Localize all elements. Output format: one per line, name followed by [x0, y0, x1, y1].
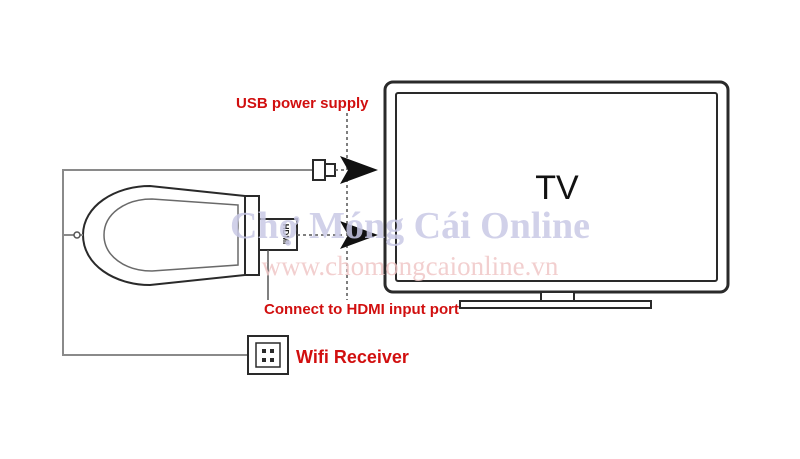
tv-label: TV	[535, 169, 579, 207]
usb-plug	[312, 159, 336, 181]
wifi-receiver-slot-3	[262, 358, 266, 362]
tv-stand-neck	[540, 291, 575, 302]
watermark-title: Chợ Móng Cái Online	[230, 205, 590, 247]
dotted-lines	[297, 113, 348, 300]
hdmi-plug-text: HDMI	[281, 224, 290, 244]
hdmi-dongle: HDMI	[81, 184, 298, 287]
wifi-receiver-slot-1	[262, 349, 266, 353]
wifi-receiver-slot-2	[270, 349, 274, 353]
tv-screen	[395, 92, 718, 282]
usb-power-label: USB power supply	[236, 95, 369, 112]
wifi-receiver	[247, 335, 289, 375]
watermark-url: www.chomongcaionline.vn	[262, 251, 559, 281]
usb-arrow	[340, 156, 378, 184]
wifi-receiver-label: Wifi Receiver	[296, 347, 409, 367]
wifi-receiver-inner	[255, 342, 281, 368]
cable-joint	[73, 231, 81, 239]
tv-stand-base	[459, 300, 652, 309]
usb-plug-body	[312, 159, 326, 181]
dongle-inner	[103, 198, 239, 272]
usb-power-cable	[62, 169, 313, 356]
usb-plug-tip	[324, 163, 336, 177]
wifi-receiver-slot-4	[270, 358, 274, 362]
hdmi-arrow	[340, 221, 378, 249]
tv: TV	[383, 80, 730, 309]
hdmi-port-label: Connect to HDMI input port	[264, 301, 459, 318]
